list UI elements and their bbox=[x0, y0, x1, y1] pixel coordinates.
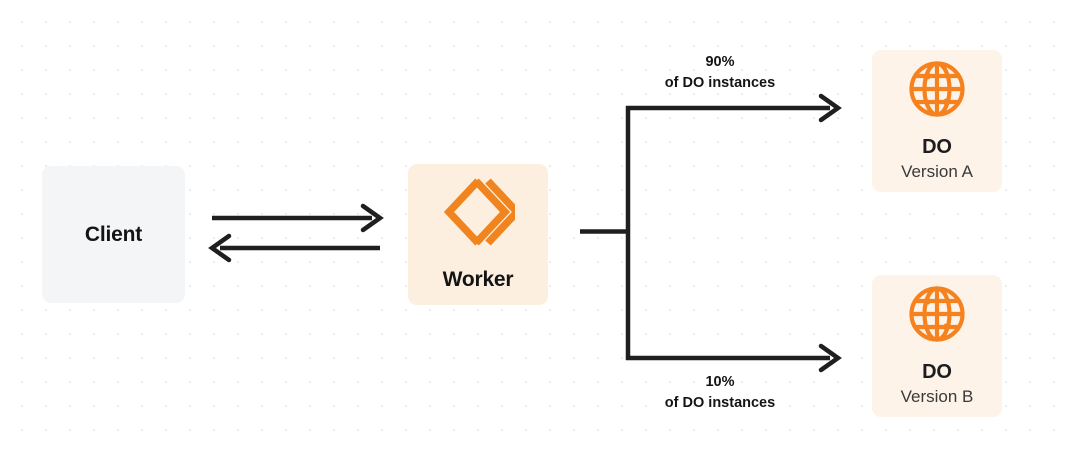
arrow-worker-to-do-b bbox=[626, 343, 842, 373]
arrow-worker-to-client bbox=[208, 233, 380, 263]
edge-label-do-b: 10% of DO instances bbox=[620, 372, 820, 414]
edge-label-do-a-description: of DO instances bbox=[664, 75, 776, 92]
edge-label-do-a: 90% of DO instances bbox=[620, 52, 820, 94]
do-b-version-label: Version B bbox=[900, 386, 974, 406]
client-label: Client bbox=[84, 222, 143, 246]
edge-label-do-b-description: of DO instances bbox=[664, 395, 776, 412]
edge-label-do-a-percent: 90% bbox=[705, 54, 735, 70]
globe-icon bbox=[907, 59, 967, 124]
do-a-label: DO bbox=[922, 135, 952, 158]
worker-label: Worker bbox=[442, 268, 514, 291]
arrow-client-to-worker bbox=[212, 203, 384, 233]
edge-label-do-b-percent: 10% bbox=[705, 374, 735, 390]
do-a-version-label: Version A bbox=[901, 161, 973, 181]
node-client: Client bbox=[42, 166, 185, 303]
cloudflare-workers-icon bbox=[441, 177, 523, 252]
node-worker: Worker bbox=[408, 164, 548, 305]
globe-icon bbox=[907, 284, 967, 349]
arrow-worker-to-do-a bbox=[626, 93, 842, 123]
node-do-version-b: DO Version B bbox=[872, 275, 1002, 417]
do-b-label: DO bbox=[922, 360, 952, 383]
node-do-version-a: DO Version A bbox=[872, 50, 1002, 192]
